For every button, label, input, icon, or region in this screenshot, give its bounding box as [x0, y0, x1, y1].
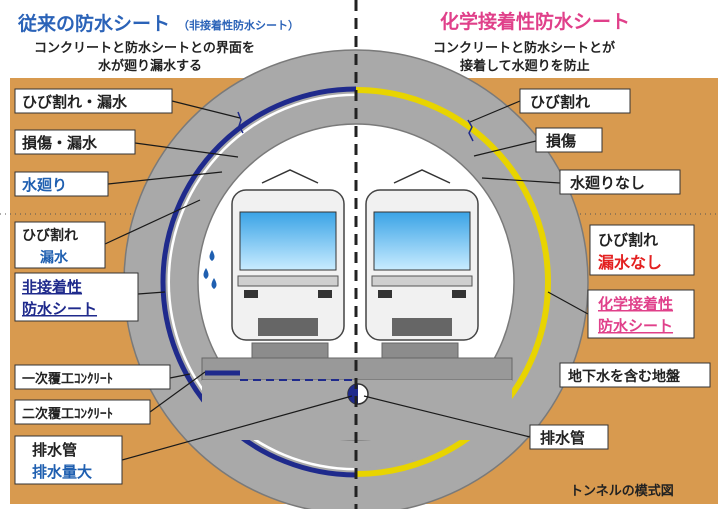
arrow-drain-right [363, 395, 531, 438]
label-box [559, 169, 681, 195]
label-crack: ひび割れ [22, 227, 78, 244]
label-no-migration: 水廻りなし [570, 174, 645, 192]
label-damage-right: 損傷 [546, 132, 576, 150]
water-drop-icon [209, 250, 215, 261]
crack-mark-right [467, 119, 474, 142]
arrow-sheet-right [547, 291, 589, 315]
label-sheet-left-1: 非接着性 [22, 278, 82, 296]
arrow-damage-leak [134, 142, 239, 158]
arrow-drain-left [121, 395, 353, 461]
label-box [589, 224, 695, 276]
arrow-no-migration [481, 177, 561, 184]
label-box [14, 129, 136, 155]
label-primary-lining: 一次覆工ｺﾝｸﾘｰﾄ [22, 371, 113, 387]
arrow-primary [169, 373, 191, 379]
label-box [14, 272, 139, 322]
label-ground: 地下水を含む地盤 [568, 368, 681, 385]
arrow-water-migration [107, 171, 223, 185]
label-box [529, 424, 609, 450]
header-left-desc1: コンクリートと防水シートとの界面を [34, 40, 255, 56]
header-left-title-note: （非接着性防水シート） [178, 18, 299, 32]
train-right [365, 169, 479, 341]
label-water-migration: 水廻り [22, 176, 67, 194]
label-box [519, 88, 631, 114]
label-box [14, 171, 109, 197]
label-box [14, 399, 151, 425]
rail-base-right [381, 342, 459, 359]
arrow-crack-leak [171, 100, 241, 119]
label-no-leak: 漏水なし [598, 253, 662, 272]
label-box [14, 364, 171, 390]
water-drop-icon [211, 278, 217, 289]
header-right-desc1: コンクリートと防水シートとが [433, 40, 615, 56]
header-right: 化学接着性防水シート コンクリートと防水シートとが 接着して水廻りを防止 [433, 10, 630, 74]
header-left: 従来の防水シート （非接着性防水シート） コンクリートと防水シートとの界面を 水… [17, 12, 299, 74]
label-crack-leak: ひび割れ・漏水 [22, 93, 128, 111]
label-box [587, 289, 695, 339]
water-drop-icon [203, 268, 209, 279]
arrow-secondary [149, 371, 206, 413]
label-box [14, 88, 173, 114]
header-left-title: 従来の防水シート [17, 12, 170, 35]
header-right-title: 化学接着性防水シート [440, 10, 630, 33]
label-secondary-lining: 二次覆工ｺﾝｸﾘｰﾄ [22, 406, 113, 422]
arrow-crack-leak-lower [104, 199, 201, 245]
rail-base-left [251, 342, 329, 359]
label-crack-right: ひび割れ [530, 93, 590, 111]
label-box [14, 435, 123, 485]
label-damage-leak: 損傷・漏水 [22, 134, 98, 152]
label-drain-large: 排水量大 [32, 463, 92, 481]
label-box [535, 127, 603, 153]
non-adhesive-sheet [160, 86, 356, 478]
arrow-crack-right [469, 100, 521, 123]
label-sheet-right-1: 化学接着性 [598, 295, 673, 313]
label-box [14, 221, 106, 269]
label-box [559, 362, 711, 388]
label-drain-pipe-left: 排水管 [32, 441, 77, 459]
label-leak: 漏水 [40, 249, 69, 266]
label-sheet-left-2: 防水シート [22, 300, 97, 318]
arrow-damage-right [473, 140, 537, 157]
label-crack-right-2: ひび割れ [598, 231, 658, 249]
label-drain-pipe-right: 排水管 [540, 429, 585, 447]
label-sheet-right-2: 防水シート [598, 317, 673, 335]
arrow-sheet-left [137, 291, 166, 295]
non-adhesive-sheet-gap [167, 93, 356, 471]
crack-mark-left [237, 111, 244, 134]
diagram-caption: トンネルの模式図 [570, 483, 674, 499]
header-left-desc2: 水が廻り漏水する [98, 58, 202, 74]
train-left [231, 169, 345, 341]
header-right-desc2: 接着して水廻りを防止 [460, 58, 590, 74]
adhesive-sheet [356, 87, 551, 477]
